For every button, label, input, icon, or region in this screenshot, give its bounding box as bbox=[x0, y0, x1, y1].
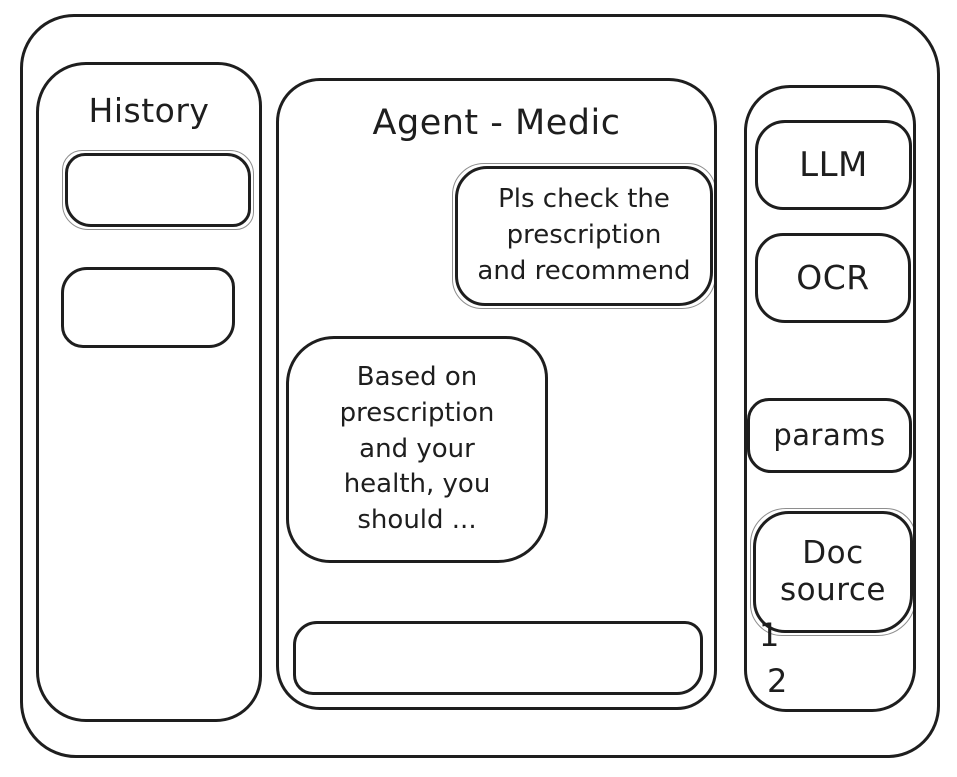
tools-panel: LLM OCR params Doc source 1 2 bbox=[744, 85, 916, 712]
doc-source-item-1[interactable]: 1 bbox=[759, 616, 780, 654]
chat-panel: Agent - Medic Pls check the prescription… bbox=[276, 78, 717, 710]
tool-button-ocr[interactable]: OCR bbox=[755, 233, 911, 323]
history-panel: History bbox=[36, 62, 262, 722]
user-message-bubble: Pls check the prescription and recommend bbox=[452, 163, 716, 309]
chat-input[interactable] bbox=[293, 621, 703, 695]
history-title: History bbox=[88, 91, 210, 130]
assistant-message-bubble: Based on prescription and your health, y… bbox=[286, 336, 548, 563]
chat-title: Agent - Medic bbox=[372, 103, 621, 143]
doc-source-item-2[interactable]: 2 bbox=[767, 662, 788, 700]
tool-button-params[interactable]: params bbox=[747, 398, 912, 473]
tool-button-doc-source[interactable]: Doc source bbox=[750, 508, 916, 636]
history-item[interactable] bbox=[62, 150, 254, 230]
history-item[interactable] bbox=[61, 267, 235, 348]
tool-button-llm[interactable]: LLM bbox=[755, 120, 912, 210]
